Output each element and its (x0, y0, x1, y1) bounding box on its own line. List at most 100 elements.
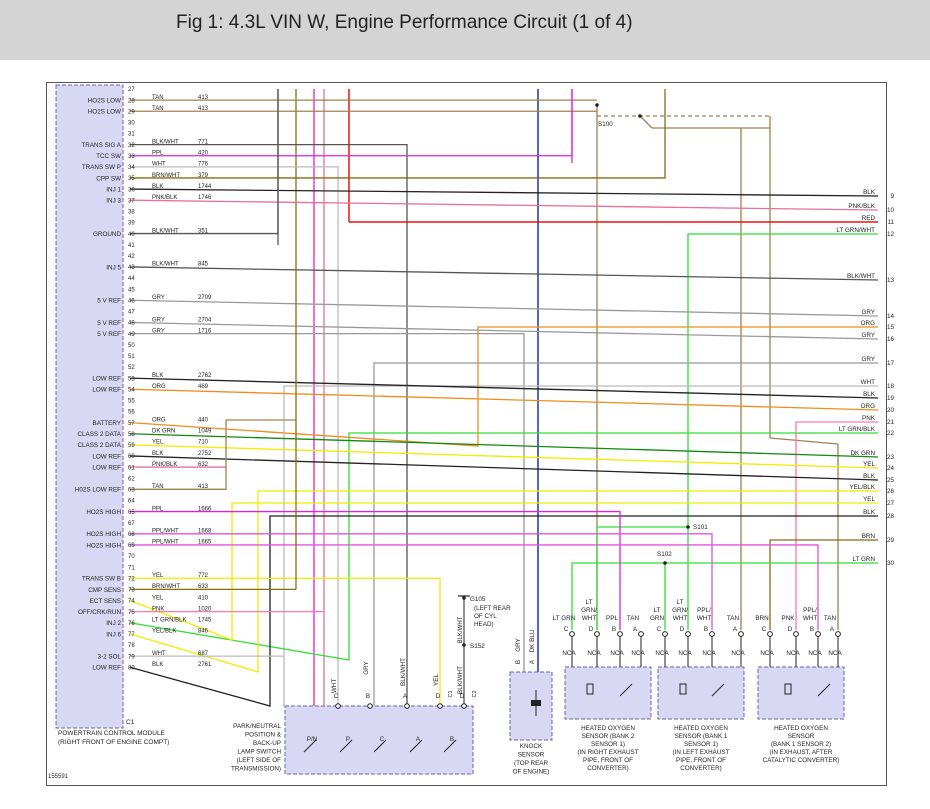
o2-nca-label: NCA (678, 650, 692, 657)
switch-position: A (416, 736, 421, 743)
connector-number: 30 (887, 560, 895, 567)
wire-color-label: ORG (152, 417, 166, 423)
wire-color-label: TAN (152, 484, 164, 490)
wire-color-label: PPL/ (697, 607, 711, 614)
o2-pin-letter: D (788, 626, 793, 633)
pcm-pin-number: 59 (128, 443, 135, 449)
pcm-pin-number: 57 (128, 421, 135, 427)
o2-pin-letter: B (704, 626, 708, 633)
o2-caption: CONVERTER) (680, 765, 722, 772)
switch-caption: LAMP SWITCH (237, 749, 281, 756)
pcm-pin-number: 45 (128, 287, 135, 293)
wire-color-label: PPL (606, 615, 618, 622)
pcm-pin-label: INJ 1 (106, 186, 121, 193)
o2-terminal (617, 631, 623, 637)
o2-pin-letter: B (612, 626, 616, 633)
o2-terminal (738, 631, 744, 637)
wire-color-label: GRY (861, 356, 875, 363)
wire-color-label: PNK/BLK (848, 203, 875, 210)
switch-pin-letter: C (334, 693, 339, 700)
figure-id: 155591 (48, 774, 69, 780)
pcm-pin-number: 42 (128, 254, 135, 260)
wire-color-label: TAN (824, 615, 837, 622)
pcm-pin-label: ECT SENS (90, 598, 121, 605)
wire-yel-blk (129, 490, 878, 673)
wire-color-label: BRN (862, 533, 876, 540)
pcm-pin-number: 53 (128, 376, 135, 382)
connector-number: 26 (887, 488, 895, 495)
pcm-box (55, 84, 124, 729)
wire-color-label: BLK (152, 184, 163, 190)
pcm-pin-number: 27 (128, 87, 135, 93)
o2-sensing-element (817, 683, 831, 697)
o2-caption: (IN RIGHT EXHAUST (577, 749, 638, 756)
wire-layer (129, 89, 879, 767)
o2-terminal (709, 631, 715, 637)
o2-terminal (815, 631, 821, 637)
ground-note: (LEFT REAR (474, 605, 511, 612)
o2-terminal (569, 631, 575, 637)
wire-brn (769, 539, 878, 630)
switch-caption: (LEFT SIDE OF (237, 757, 281, 764)
circuit-number: 633 (198, 584, 209, 590)
circuit-number: 710 (198, 440, 209, 446)
pcm-pin-label: OFF/CRK/RUN (78, 609, 121, 616)
splice-dot (638, 114, 642, 118)
switch-caption: PARK/NEUTRAL (233, 723, 281, 730)
o2-heater-element (784, 683, 792, 695)
o2-caption: HEATED OXYGEN (674, 725, 728, 732)
wire-ltgrn (596, 526, 688, 630)
o2-pin-letter: A (830, 626, 835, 633)
pcm-subtitle: (RIGHT FRONT OF ENGINE COMPT) (58, 739, 169, 746)
wire-color-label: YEL (152, 440, 164, 446)
wire-color-label: DK GRN (152, 429, 175, 435)
switch-position: B (450, 736, 454, 743)
pcm-pin-number: 65 (128, 510, 135, 516)
pcm-pin-number: 73 (128, 588, 135, 594)
wire-color-label: BRN/WHT (152, 584, 180, 590)
circuit-number: 2709 (198, 295, 212, 301)
switch-position: P (346, 736, 350, 743)
wire-color-label: GRY (515, 637, 522, 651)
connector-number: 14 (887, 313, 895, 320)
wire-color-label: BLK/WHT (847, 273, 875, 280)
wire-color-label: GRN/ (581, 607, 597, 614)
wire-pin-40 (130, 89, 279, 235)
pcm-pin-number: 61 (128, 465, 135, 471)
connector-number: 16 (887, 336, 895, 343)
o2-pin-letter: B (810, 626, 814, 633)
knock-pin-letter: A (529, 659, 536, 664)
splice-s101 (686, 525, 690, 529)
pcm-pin-label: LOW REF (92, 376, 121, 383)
pcm-pin-label: INJ 3 (106, 198, 121, 205)
wire-color-label: GRY (152, 317, 165, 323)
ground-note: OF CYL (474, 613, 497, 620)
circuit-number: 1746 (198, 195, 212, 201)
pcm-pin-label: TRANS SIG A (81, 142, 121, 149)
circuit-number: 632 (198, 462, 209, 468)
wire-color-label: WHT (861, 379, 875, 386)
circuit-number: 420 (198, 151, 209, 157)
wire-color-label: LT (586, 599, 593, 606)
circuit-number: 410 (198, 595, 209, 601)
wire-color-label: LT GRN (852, 556, 875, 563)
switch-terminal (404, 703, 410, 709)
switch-caption: POSITION & (245, 732, 282, 739)
switch-box (284, 705, 474, 775)
o2-nca-label: NCA (731, 650, 745, 657)
switch-caption: BACK-UP (253, 740, 281, 747)
pcm-pin-number: 40 (128, 232, 135, 238)
wire-color-label: YEL/BLK (152, 629, 176, 635)
pcm-pin-number: 50 (128, 343, 135, 349)
wire-color-label: DK GRN (851, 450, 876, 457)
connector-number: 24 (887, 465, 895, 472)
wire-color-label: TAN (152, 106, 164, 112)
pcm-pin-label: GROUND (93, 231, 121, 238)
pcm-pin-number: 36 (128, 187, 135, 193)
wire-pin-68 (130, 533, 713, 630)
pcm-pin-number: 54 (128, 387, 135, 393)
pcm-pin-number: 62 (128, 476, 135, 482)
wire-color-label: ORG (861, 403, 875, 410)
wire-color-label: BLK (152, 451, 163, 457)
